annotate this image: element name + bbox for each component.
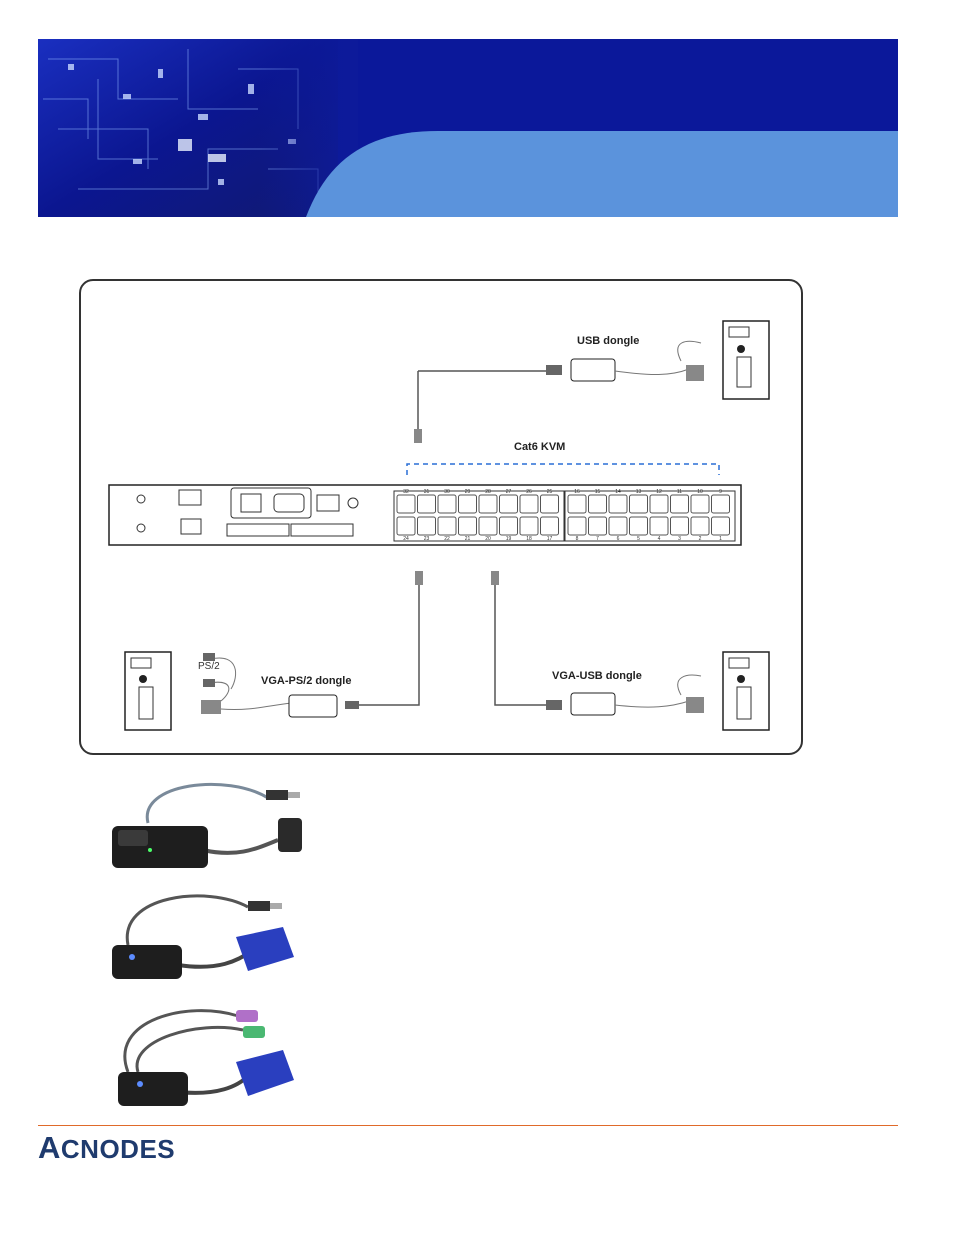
rj45-port <box>397 495 415 513</box>
port-number: 5 <box>637 536 640 542</box>
logo-rest: CNODES <box>61 1134 175 1164</box>
port-number: 32 <box>403 489 409 495</box>
port-number: 7 <box>596 536 599 542</box>
rj45-port <box>500 495 518 513</box>
port-number: 2 <box>699 536 702 542</box>
vga-usb-dongle-label: VGA-USB dongle <box>552 670 642 682</box>
port-number: 3 <box>678 536 681 542</box>
port-number: 6 <box>617 536 620 542</box>
rj45-port <box>459 517 477 535</box>
rj45-port <box>650 495 668 513</box>
port-number: 1 <box>719 536 722 542</box>
port-number: 15 <box>595 489 601 495</box>
vga-usb-dongle <box>571 693 615 715</box>
rj45-port <box>479 495 497 513</box>
rj45-port <box>630 495 648 513</box>
rj45-port <box>691 517 709 535</box>
port-group-bracket <box>407 464 719 475</box>
rj45-port <box>589 495 607 513</box>
rj45-port <box>541 517 559 535</box>
banner-accent-shape <box>306 131 898 217</box>
port-number: 30 <box>444 489 450 495</box>
port-number: 31 <box>424 489 430 495</box>
rj45-port <box>630 517 648 535</box>
port-number: 29 <box>465 489 471 495</box>
usb-dongle-label: USB dongle <box>577 335 639 347</box>
port-number: 16 <box>574 489 580 495</box>
rj45-port <box>568 517 586 535</box>
port-number: 20 <box>485 536 491 542</box>
rj45-port <box>671 517 689 535</box>
cat6-kvm-label: Cat6 KVM <box>514 441 565 453</box>
port-number: 22 <box>444 536 450 542</box>
port-number: 23 <box>424 536 430 542</box>
port-number: 4 <box>658 536 661 542</box>
rj45-port <box>438 517 456 535</box>
computer-bottom-right <box>723 652 769 730</box>
port-number: 17 <box>547 536 553 542</box>
rj45-port <box>589 517 607 535</box>
usb-dual-dongle-photo <box>108 778 308 873</box>
rj45-port <box>418 495 436 513</box>
port-number: 25 <box>547 489 553 495</box>
rj45-port <box>712 517 730 535</box>
vga-ps2-dongle-photo <box>108 1000 308 1110</box>
footer-rule <box>38 1125 898 1126</box>
rj45-port <box>609 495 627 513</box>
acnodes-logo: ACNODES <box>38 1130 175 1166</box>
port-number: 14 <box>615 489 621 495</box>
rj45-port <box>712 495 730 513</box>
usb-dongle-top <box>571 359 615 381</box>
rj45-port <box>500 517 518 535</box>
ps2-label: PS/2 <box>198 661 220 672</box>
rj45-port <box>520 495 538 513</box>
vga-ps2-dongle-label: VGA-PS/2 dongle <box>261 675 351 687</box>
rj45-port <box>520 517 538 535</box>
rj45-port <box>568 495 586 513</box>
rj45-port <box>691 495 709 513</box>
rj45-port <box>397 517 415 535</box>
vga-ps2-dongle <box>289 695 337 717</box>
port-number: 10 <box>697 489 703 495</box>
port-number: 21 <box>465 536 471 542</box>
header-banner <box>38 39 898 217</box>
port-number: 24 <box>403 536 409 542</box>
port-number: 9 <box>719 489 722 495</box>
rj45-port <box>609 517 627 535</box>
rj45-port <box>479 517 497 535</box>
port-number: 13 <box>636 489 642 495</box>
port-number: 26 <box>526 489 532 495</box>
computer-bottom-left <box>125 652 171 730</box>
rj45-port <box>650 517 668 535</box>
port-number: 28 <box>485 489 491 495</box>
port-number: 19 <box>506 536 512 542</box>
logo-initial: A <box>38 1130 61 1165</box>
vga-usb-dongle-photo <box>108 885 308 985</box>
rj45-port <box>541 495 559 513</box>
port-number: 12 <box>656 489 662 495</box>
diagram-art: 3224312330222921282027192618251716815714… <box>81 281 801 753</box>
rj45-port <box>459 495 477 513</box>
rj45-port <box>418 517 436 535</box>
rj45-port <box>438 495 456 513</box>
port-number: 27 <box>506 489 512 495</box>
port-number: 18 <box>526 536 532 542</box>
rj45-port <box>671 495 689 513</box>
port-number: 8 <box>576 536 579 542</box>
port-number: 11 <box>677 489 682 495</box>
